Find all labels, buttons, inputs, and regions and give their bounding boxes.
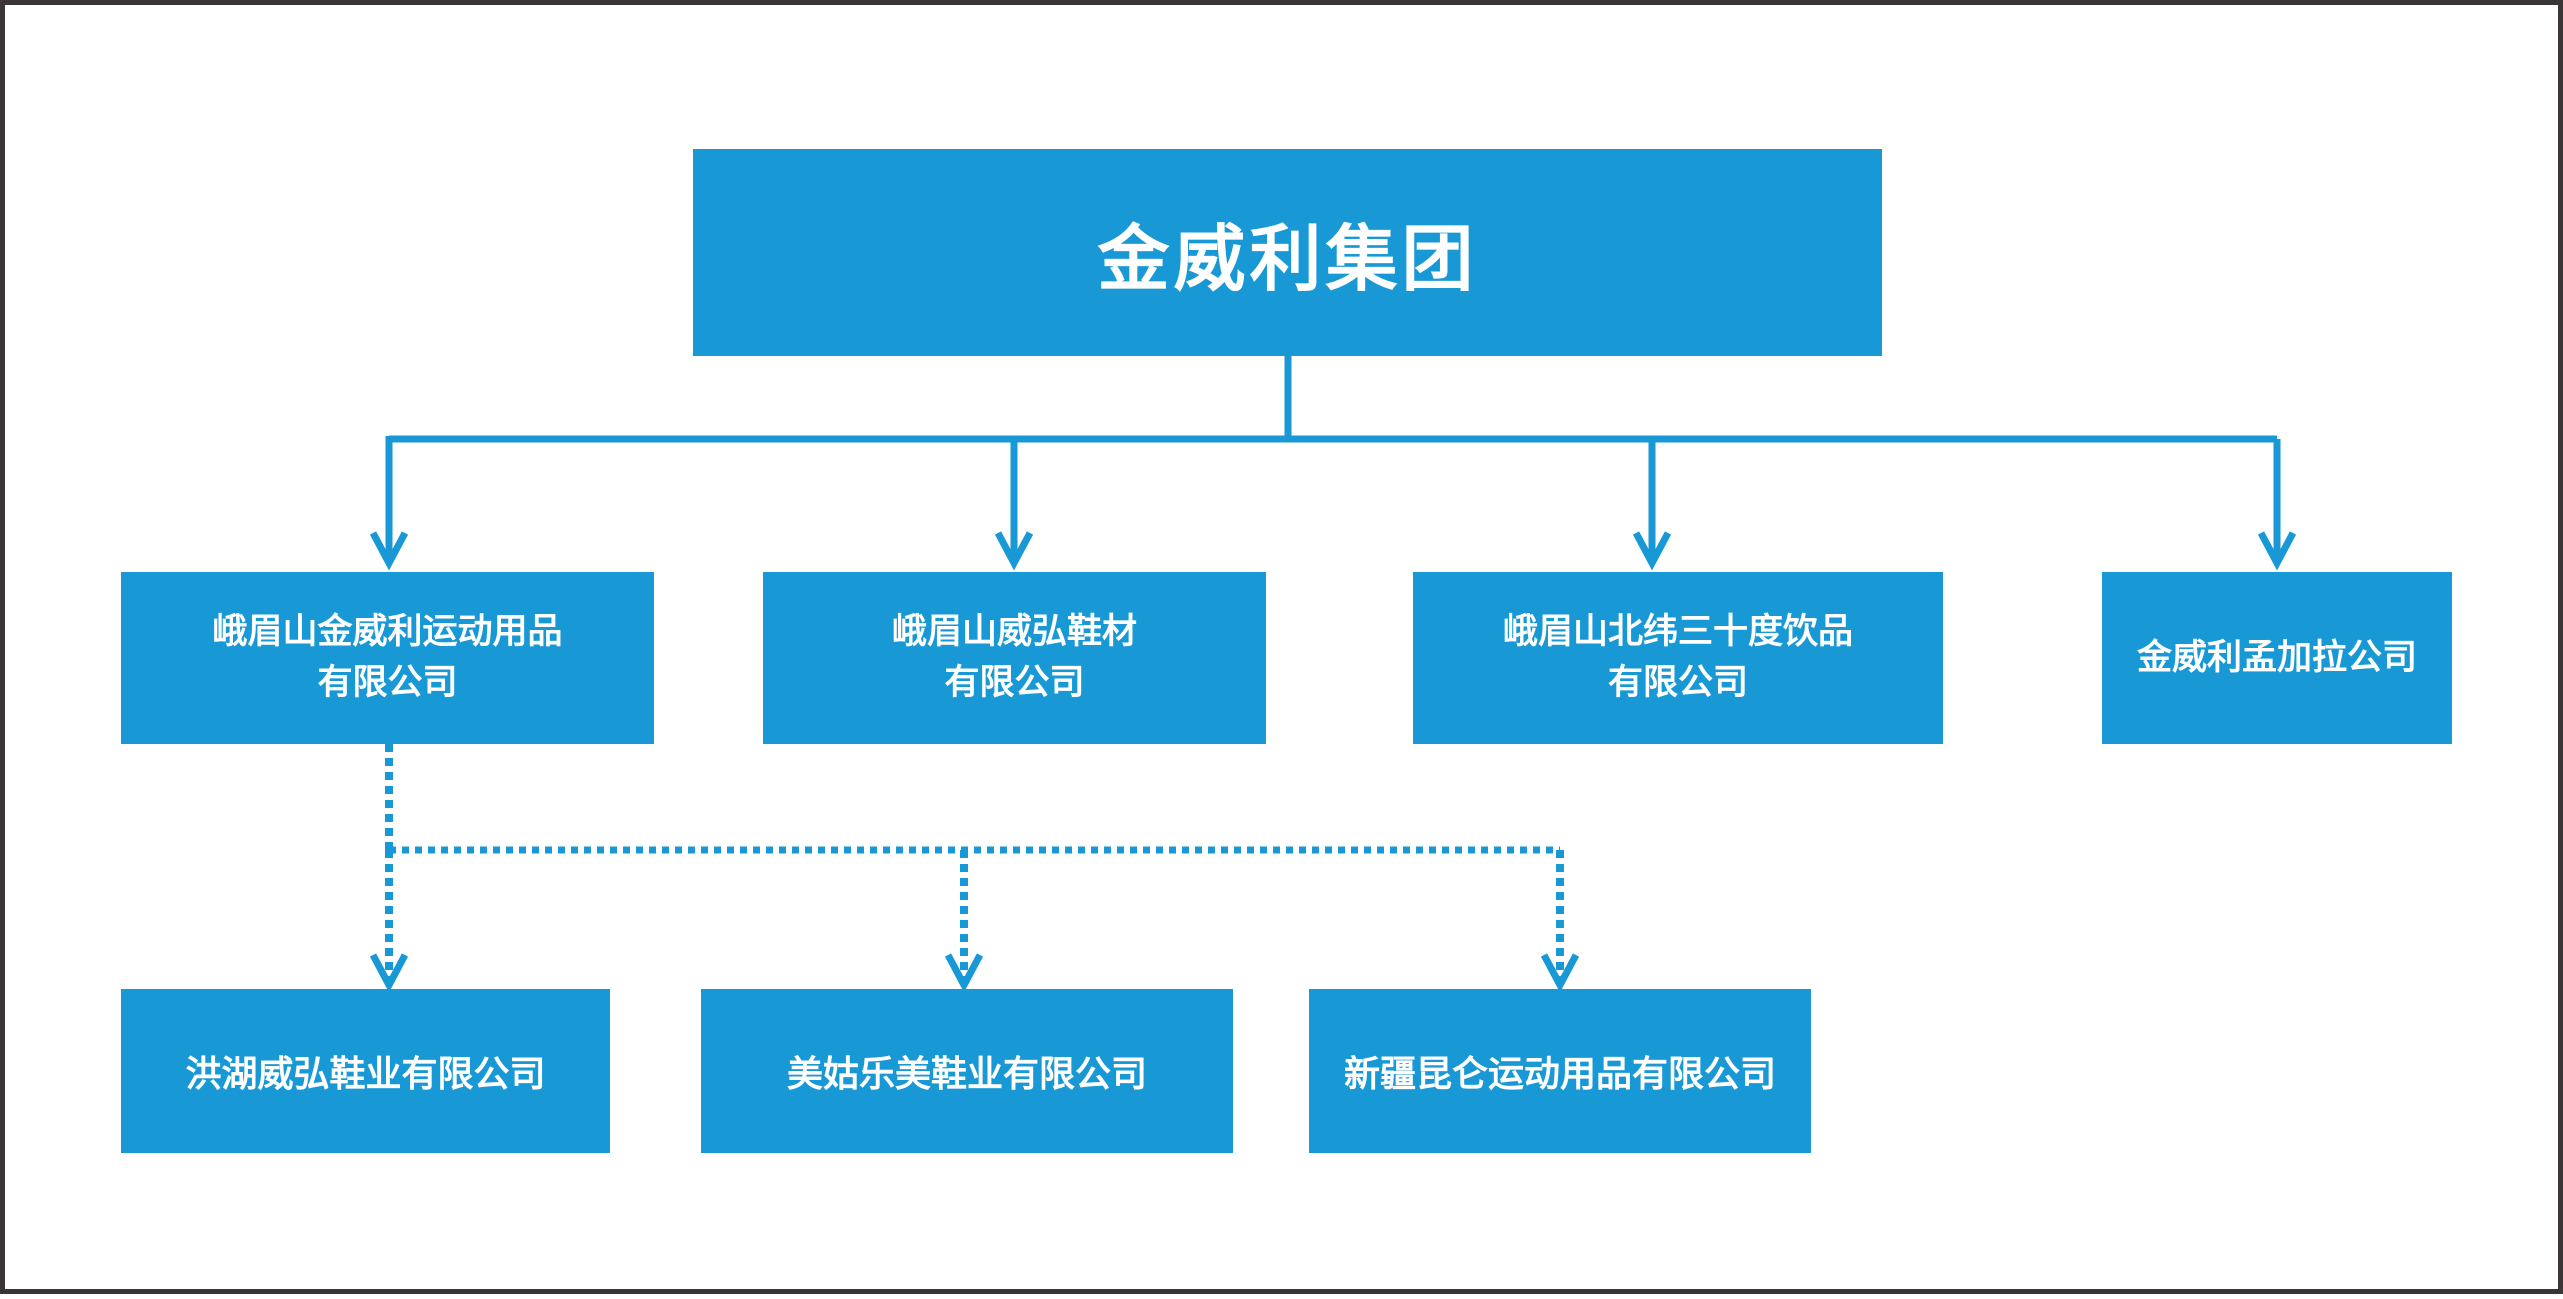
node-jinweili-bangladesh: 金威利孟加拉公司 — [2102, 572, 2452, 744]
node-honghu-weihong-footwear: 洪湖威弘鞋业有限公司 — [121, 989, 610, 1153]
node-label: 美姑乐美鞋业有限公司 — [786, 1053, 1147, 1094]
node-label: 峨眉山威弘鞋材 有限公司 — [891, 612, 1137, 702]
node-jinweili-group: 金威利集团 — [693, 149, 1882, 356]
node-label: 峨眉山金威利运动用品 有限公司 — [212, 612, 563, 702]
node-meigu-lemei-footwear: 美姑乐美鞋业有限公司 — [701, 989, 1233, 1153]
node-emeishan-jinweili-sports-goods: 峨眉山金威利运动用品 有限公司 — [121, 572, 654, 744]
node-label: 峨眉山北纬三十度饮品 有限公司 — [1502, 612, 1853, 702]
node-emeishan-north-latitude-30-beverage: 峨眉山北纬三十度饮品 有限公司 — [1413, 572, 1943, 744]
node-emeishan-weihong-shoe-materials: 峨眉山威弘鞋材 有限公司 — [763, 572, 1266, 744]
node-xinjiang-kunlun-sports-goods: 新疆昆仑运动用品有限公司 — [1309, 989, 1811, 1153]
node-label: 新疆昆仑运动用品有限公司 — [1343, 1053, 1776, 1094]
node-label: 洪湖威弘鞋业有限公司 — [185, 1053, 546, 1094]
node-label: 金威利集团 — [1097, 220, 1478, 300]
node-label: 金威利孟加拉公司 — [2136, 637, 2417, 677]
